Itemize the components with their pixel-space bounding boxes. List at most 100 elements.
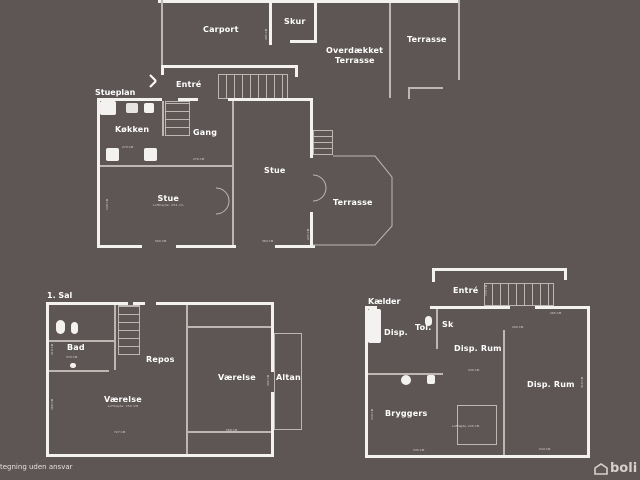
inner-wall	[187, 431, 271, 433]
wall	[587, 306, 590, 458]
dimension: 170 CM	[484, 284, 488, 296]
room-label-terrasse-top: Terrasse	[407, 35, 447, 44]
brand-logo[interactable]: boli	[594, 461, 637, 476]
dimension: 544 CM	[539, 447, 551, 451]
room-label-bad: Bad	[67, 343, 85, 352]
room-label-vaerelse-right: Værelse	[218, 373, 256, 382]
room-label-entre: Entré	[453, 286, 479, 295]
wall	[46, 454, 274, 457]
house-icon	[594, 462, 608, 475]
oven	[144, 148, 157, 161]
inner-wall	[49, 340, 114, 342]
brand-name: boli	[610, 461, 638, 476]
wall	[310, 98, 313, 158]
staircase	[313, 130, 333, 155]
inner-wall	[186, 305, 188, 454]
wall	[97, 245, 142, 248]
dishwasher	[144, 103, 154, 113]
wall	[295, 65, 298, 77]
room-label-overdaekket: Overdækket	[326, 46, 384, 55]
dimension: 230 CM	[468, 368, 480, 372]
room-label-terrasse-right: Terrasse	[333, 198, 373, 207]
room-label-gang: Gang	[193, 128, 218, 137]
wall	[314, 3, 317, 43]
dimension: 265 CM	[550, 311, 562, 315]
wall	[271, 302, 274, 372]
inner-wall	[100, 165, 232, 167]
wall	[161, 65, 164, 75]
wall	[564, 268, 567, 280]
dimension: 270 CM	[193, 157, 205, 161]
dimension: 380 CM	[50, 398, 54, 410]
inner-wall	[503, 330, 505, 455]
dimension: 590 CM	[155, 239, 167, 243]
wall	[365, 306, 368, 458]
wall	[430, 306, 510, 309]
room-label-overdaekket-terrasse: Terrasse	[335, 56, 375, 65]
bathtub	[56, 320, 65, 334]
room-label-altan: Altan	[276, 373, 301, 382]
sink	[427, 375, 435, 384]
wall	[46, 302, 49, 457]
room-label-carport: Carport	[203, 25, 239, 34]
wall	[97, 98, 162, 101]
toilet	[425, 316, 432, 326]
washer	[401, 375, 411, 385]
toilet	[71, 322, 78, 334]
staircase	[484, 283, 554, 306]
dimension: 200 CM	[512, 325, 524, 329]
dimension: 225 CM	[306, 228, 310, 240]
room-label-disp: Disp.	[384, 328, 408, 337]
inner-wall	[368, 373, 443, 375]
room-label-stue-right: Stue	[264, 166, 286, 175]
room-label-toi: Toi.	[415, 323, 432, 332]
dimension: 370 CM	[66, 355, 78, 359]
terrace-divider	[389, 3, 391, 98]
wall	[365, 306, 377, 309]
wall	[271, 392, 274, 457]
dimension: 285 CM	[264, 28, 268, 40]
inner-wall	[162, 101, 164, 136]
ceiling-height: Lofthøjde: 254 cm	[153, 203, 184, 207]
staircase	[118, 305, 140, 355]
wall	[161, 65, 298, 68]
dimension: 540 CM	[105, 198, 109, 210]
room-label-sk: Sk	[442, 320, 454, 329]
room-label-bryggers: Bryggers	[385, 409, 428, 418]
disclaimer-text: tegning uden ansvar	[0, 463, 73, 471]
room-name: Stue	[157, 194, 180, 203]
wall	[178, 98, 198, 101]
fridge	[100, 101, 116, 115]
wall	[158, 0, 460, 3]
inner-wall	[114, 305, 116, 370]
wall	[432, 268, 567, 271]
dimension: 330 CM	[370, 408, 374, 420]
room-label-skur: Skur	[284, 17, 306, 26]
room-label-kokken: Køkken	[115, 125, 150, 134]
wall	[432, 268, 435, 282]
staircase	[165, 101, 190, 136]
floor-label-basement: Kælder	[368, 297, 401, 306]
wall	[46, 302, 128, 305]
dimension: 402 CM	[266, 374, 270, 386]
floor-label-first-floor: 1. Sal	[47, 291, 73, 300]
storage-outline	[457, 405, 497, 445]
dimension: 568 CM	[226, 428, 238, 432]
sink	[126, 103, 138, 113]
shelf	[368, 309, 381, 343]
wall	[290, 40, 317, 43]
ceiling-height: Lofthøjde: 250 CM	[107, 404, 139, 408]
terrace-outline	[408, 87, 410, 99]
sink	[70, 363, 76, 368]
balcony-outline	[274, 333, 302, 430]
wall	[176, 245, 236, 248]
dimension: 364 CM	[262, 239, 274, 243]
terrace-outline	[458, 0, 460, 80]
wall	[365, 455, 590, 458]
wall	[535, 306, 590, 309]
wall	[228, 98, 312, 101]
wall	[269, 3, 272, 45]
room-label-disp-rum-1: Disp. Rum	[454, 344, 502, 353]
wall	[156, 302, 274, 305]
